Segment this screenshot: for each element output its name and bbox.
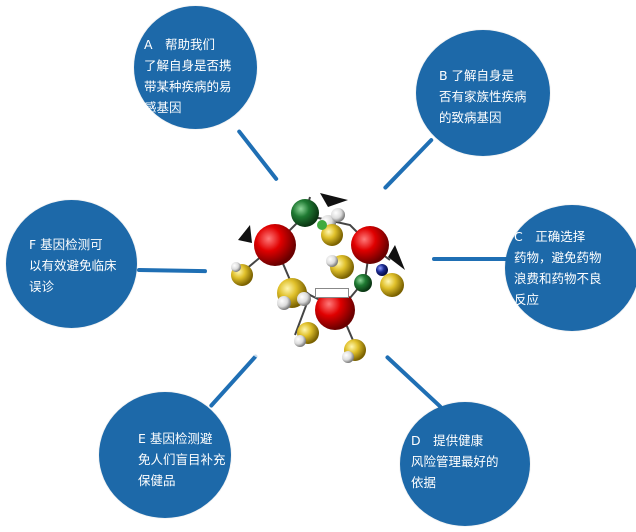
connector-c (432, 257, 510, 261)
bubble-b: B 了解自身是 否有家族性疾病 的致病基因 (416, 30, 550, 156)
bubble-d: D 提供健康 风险管理最好的 依据 (400, 402, 530, 526)
bubble-a: A 帮助我们 了解自身是否携 带某种疾病的易 感基因 (134, 6, 257, 129)
bubble-a-text: A 帮助我们 了解自身是否携 带某种疾病的易 感基因 (144, 37, 232, 115)
molecule-caption-label (315, 288, 349, 298)
bubble-c: C 正确选择 药物，避免药物 浪费和药物不良 反应 (505, 205, 636, 331)
molecule-model-icon (231, 193, 405, 363)
bubble-f: F 基因检测可 以有效避免临床 误诊 (6, 200, 137, 328)
connector-a (236, 128, 279, 182)
bubble-d-text: D 提供健康 风险管理最好的 依据 (411, 433, 499, 490)
bubble-e: E 基因检测避 免人们盲目补充 保健品 (99, 392, 231, 518)
connector-b (382, 137, 435, 191)
bubble-b-text: B 了解自身是 否有家族性疾病 的致病基因 (439, 68, 527, 125)
bubble-e-text: E 基因检测避 免人们盲目补充 保健品 (138, 431, 226, 488)
bubble-c-text: C 正确选择 药物，避免药物 浪费和药物不良 反应 (514, 229, 602, 307)
connector-f (136, 268, 208, 274)
bubble-f-text: F 基因检测可 以有效避免临床 误诊 (29, 237, 117, 294)
